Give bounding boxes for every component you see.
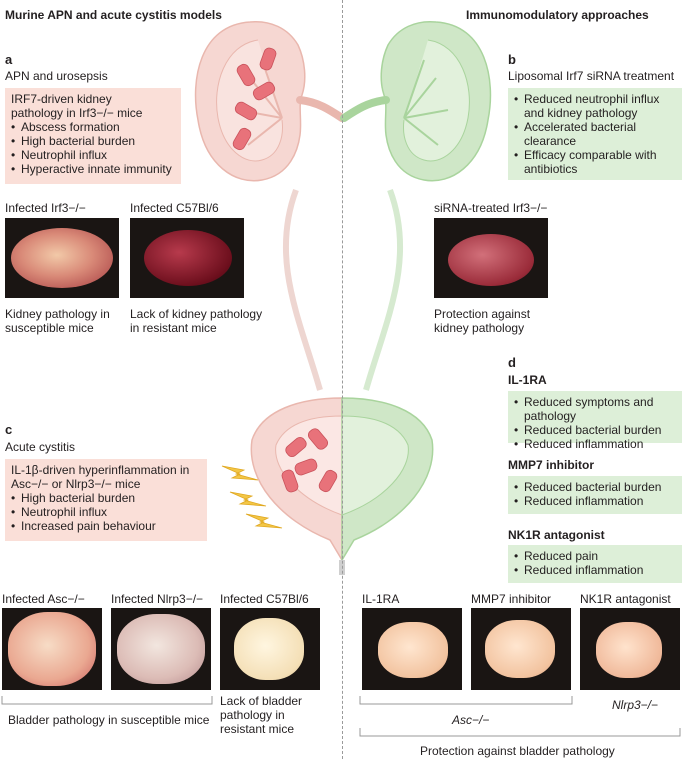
photo-label: Infected Asc−/−: [2, 592, 85, 606]
photo-label: siRNA-treated Irf3−/−: [434, 201, 548, 215]
bladder-photo-asc: [2, 608, 102, 690]
left-header: Murine APN and acute cystitis models: [5, 8, 222, 22]
panel-c-title: Acute cystitis: [5, 440, 76, 454]
bladder-photo-nk1r: [580, 608, 680, 690]
panel-d-bullet: Reduced inflammation: [514, 563, 676, 577]
photo-caption: Protection against kidney pathology: [434, 307, 531, 335]
kidney-bacteria-icon: [232, 47, 277, 151]
pain-lightning-icon: [221, 465, 283, 529]
photo-caption: Lack of kidney pathology in resistant mi…: [130, 307, 263, 335]
panel-d-bullet: Reduced bacterial burden: [514, 423, 676, 437]
panel-b-letter: b: [508, 52, 516, 67]
kidney-photo-c57bl6: [130, 218, 244, 298]
left-kidney-icon: [194, 20, 346, 182]
panel-c-bullet: Increased pain behaviour: [11, 519, 201, 533]
panel-b-bullet: Reduced neutrophil influx and kidney pat…: [514, 92, 676, 120]
panel-a-letter: a: [5, 52, 13, 67]
photo-label: IL-1RA: [362, 592, 400, 606]
panel-d-bullet: Reduced inflammation: [514, 437, 676, 451]
panel-b-box: Reduced neutrophil influx and kidney pat…: [508, 88, 682, 180]
panel-d-bullet: Reduced bacterial burden: [514, 480, 676, 494]
panel-d-letter: d: [508, 355, 516, 370]
panel-a-bullet: High bacterial burden: [11, 134, 175, 148]
panel-d-group-title: NK1R antagonist: [508, 528, 605, 542]
panel-a-title: APN and urosepsis: [5, 69, 108, 83]
photo-label: Infected C57Bl/6: [220, 592, 309, 606]
asc-bracket: [359, 696, 573, 705]
panel-c-box: IL-1β-driven hyperinflammation in Asc−/−…: [5, 459, 207, 541]
panel-c-bracket: [1, 696, 213, 705]
photo-label: MMP7 inhibitor: [471, 592, 552, 606]
photo-caption: Lack of bladder pathology in resistant m…: [220, 694, 303, 736]
photo-caption: Kidney pathology in susceptible mice: [5, 307, 110, 335]
panel-b-bullet: Accelerated bacterial clearance: [514, 120, 676, 148]
right-kidney-icon: [340, 20, 492, 182]
panel-a-box: IRF7-driven kidney pathology in Irf3−/− …: [5, 88, 181, 184]
bladder-photo-nlrp3: [111, 608, 211, 690]
center-divider: [342, 0, 343, 759]
panel-d-box-mmp7: Reduced bacterial burden Reduced inflamm…: [508, 476, 682, 514]
panel-b-bullet: Efficacy comparable with antibiotics: [514, 148, 676, 176]
panel-d-bullet: Reduced inflammation: [514, 494, 676, 508]
panel-d-group-caption: Protection against bladder pathology: [420, 744, 615, 758]
right-header: Immunomodulatory approaches: [466, 8, 649, 22]
photo-label: NK1R antagonist: [580, 592, 671, 606]
panel-c-bullet: High bacterial burden: [11, 491, 201, 505]
nlrp3-label: Nlrp3−/−: [612, 698, 659, 712]
photo-label: Infected Irf3−/−: [5, 201, 86, 215]
protection-bracket: [359, 728, 681, 737]
panel-d-box-nk1r: Reduced pain Reduced inflammation: [508, 545, 682, 583]
kidney-photo-irf3: [5, 218, 119, 298]
photo-label: Infected Nlrp3−/−: [111, 592, 204, 606]
panel-a-box-intro: IRF7-driven kidney pathology in Irf3−/− …: [11, 92, 143, 120]
bladder-photo-il1ra: [362, 608, 462, 690]
bladder-photo-c57bl6: [220, 608, 320, 690]
panel-c-bullet: Neutrophil influx: [11, 505, 201, 519]
panel-a-bullet: Neutrophil influx: [11, 148, 175, 162]
panel-d-group-title: IL-1RA: [508, 373, 547, 387]
panel-d-bullet: Reduced pain: [514, 549, 676, 563]
bladder-bacteria-icon: [281, 428, 338, 493]
panel-b-title: Liposomal Irf7 siRNA treatment: [508, 69, 675, 83]
panel-d-bullet: Reduced symptoms and pathology: [514, 395, 676, 423]
panel-c-group-caption: Bladder pathology in susceptible mice: [8, 713, 210, 727]
kidney-photo-sirna: [434, 218, 548, 298]
asc-bracket-label: Asc−/−: [452, 713, 490, 727]
panel-c-letter: c: [5, 422, 13, 437]
panel-d-box-il1ra: Reduced symptoms and pathology Reduced b…: [508, 391, 682, 451]
panel-a-bullet: Abscess formation: [11, 120, 175, 134]
panel-a-bullet: Hyperactive innate immunity: [11, 162, 175, 176]
panel-c-box-intro: IL-1β-driven hyperinflammation in Asc−/−…: [11, 463, 190, 491]
bladder-photo-mmp7: [471, 608, 571, 690]
panel-d-group-title: MMP7 inhibitor: [508, 458, 594, 472]
photo-label: Infected C57Bl/6: [130, 201, 219, 215]
